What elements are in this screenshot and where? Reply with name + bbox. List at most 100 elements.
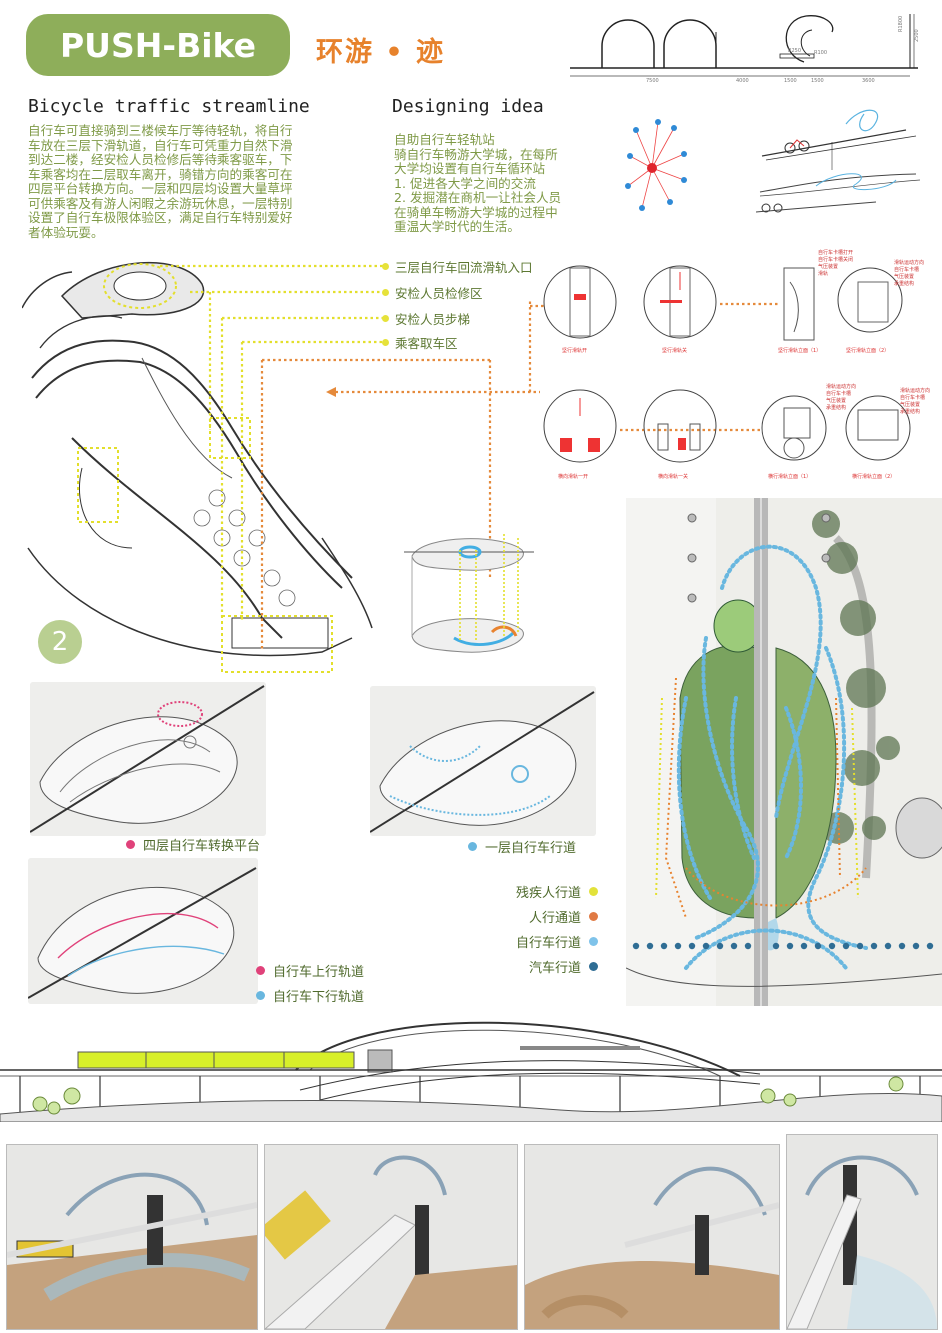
step-number-badge: 2 bbox=[38, 620, 82, 664]
mechanism-note: 气压装置 bbox=[894, 274, 915, 280]
mechanism-note: 气压装置 bbox=[900, 402, 921, 408]
text-line: 车乘客均在二层取车离开，骑错方向的乘客可在 bbox=[28, 166, 293, 182]
height-label: 2500 bbox=[914, 29, 920, 42]
vertical-track-mechanism: 坚行滑轨开 坚行滑轨关 坚行滑轨立面（1） 坚行滑轨立面（2） bbox=[543, 265, 903, 354]
section-elevation-drawing: 7500 4000 1500 1500 3600 2500 R1800 R250… bbox=[570, 14, 920, 84]
legend-label: 自行车下行轨道 bbox=[273, 989, 365, 1005]
mechanism-note: 滑轨运动方向 bbox=[826, 384, 857, 390]
legend-label: 汽车行道 bbox=[528, 960, 581, 976]
site-plan bbox=[626, 498, 942, 1006]
text-line: 四层平台转换方向。一层和四层均设置大量草坪 bbox=[28, 181, 293, 196]
model-photo-3 bbox=[524, 1144, 780, 1330]
legend-platform: 四层自行车转换平台 bbox=[126, 835, 260, 854]
text-line: 者体验玩耍。 bbox=[28, 224, 104, 240]
mechanism-note: 承重结构 bbox=[900, 409, 921, 415]
callout-label: 安检人员检修区 bbox=[395, 285, 483, 301]
bike-ride-sketch bbox=[756, 109, 921, 213]
sketch-platform-view bbox=[30, 682, 266, 836]
mechanism-caption: 坚行滑轨立面（2） bbox=[846, 347, 889, 354]
mechanism-note: 气压装置 bbox=[818, 264, 839, 270]
mechanism-caption: 坚行滑轨开 bbox=[562, 347, 587, 354]
mechanism-note: 滑轨运动方向 bbox=[894, 260, 925, 266]
text-line: 在骑单车畅游大学城的过程中 bbox=[394, 204, 558, 220]
horizontal-notes-c: 滑轨运动方向 自行车卡槽 气压装置 承重结构 bbox=[826, 384, 856, 412]
mechanism-note: 自行车卡槽 bbox=[826, 391, 852, 397]
text-line: 可供乘客及有游人闲暇之余游玩休息，一层特别 bbox=[28, 195, 293, 211]
station-axonometric-drawing bbox=[22, 248, 392, 678]
mechanism-note: 承重结构 bbox=[894, 281, 915, 287]
legend-swatch bbox=[256, 990, 265, 1000]
vertical-notes-a: 自行车卡槽打开 自行车卡槽关闭 气压装置 滑轨 bbox=[818, 250, 853, 278]
mechanism-caption: 横行滑轨立面（2） bbox=[852, 473, 895, 480]
legend-swatch bbox=[589, 911, 598, 921]
text-line: 车放在三层下滑轨道，自行车可凭重力自然下滑 bbox=[28, 137, 293, 153]
callout-pickup-area: 乘客取车区 bbox=[382, 334, 458, 351]
legend-swatch bbox=[126, 839, 135, 849]
model-photo-2 bbox=[264, 1144, 518, 1330]
callout-inspection-area: 安检人员检修区 bbox=[382, 284, 483, 301]
mechanism-note: 气压装置 bbox=[826, 398, 847, 404]
legend-item: 残疾人行道 bbox=[470, 882, 606, 901]
height-label: R1800 bbox=[898, 16, 904, 32]
legend-label: 自行车上行轨道 bbox=[273, 964, 365, 980]
legend-item: 自行车行道 bbox=[470, 932, 606, 951]
streamline-description: 自行车可直接骑到三楼候车厅等待轻轨，将自行 车放在三层下滑轨道，自行车可凭重力自… bbox=[28, 123, 338, 240]
horizontal-notes-d: 滑轨运动方向 自行车卡槽 气压装置 承重结构 bbox=[900, 388, 930, 416]
mechanism-note: 自行车卡槽 bbox=[894, 267, 920, 273]
text-line: 2. 发掘潜在商机一让社会人员 bbox=[394, 190, 562, 205]
page-title: PUSH-Bike bbox=[60, 25, 256, 65]
legend-swatch bbox=[256, 965, 265, 975]
designing-idea-description: 自助自行车轻轨站 骑自行车畅游大学城，在每所 大学均设置有自行车循环站 1. 促… bbox=[394, 132, 604, 235]
text-line: 自行车可直接骑到三楼候车厅等待轻轨，将自行 bbox=[28, 123, 293, 138]
dim-label: 4000 bbox=[736, 78, 749, 84]
legend-swatch bbox=[589, 961, 598, 971]
model-photo-1 bbox=[6, 1144, 258, 1330]
callout-label: 三层自行车回流滑轨入口 bbox=[395, 259, 533, 275]
callout-label: 乘客取车区 bbox=[395, 335, 458, 351]
text-line: 1. 促进各大学之间的交流 bbox=[394, 175, 536, 191]
mechanism-note: 自行车卡槽打开 bbox=[818, 250, 854, 256]
long-section-drawing bbox=[0, 1021, 942, 1122]
designing-idea-heading: Designing idea bbox=[392, 96, 544, 117]
legend-label: 人行通道 bbox=[528, 910, 581, 926]
mechanism-caption: 横向滑轨一关 bbox=[658, 473, 688, 480]
callout-label: 安检人员步梯 bbox=[395, 311, 471, 327]
dim-label: 3600 bbox=[862, 78, 875, 84]
callout-return-track-entry: 三层自行车回流滑轨入口 bbox=[382, 258, 533, 275]
dim-label: 1500 bbox=[784, 78, 797, 84]
mechanism-caption: 横行滑轨立面（1） bbox=[768, 473, 811, 480]
text-line: 重温大学时代的生活。 bbox=[394, 219, 520, 234]
sketch-ground-lane-view bbox=[370, 686, 596, 836]
mechanism-note: 滑轨 bbox=[818, 271, 829, 277]
ring-label: R250 bbox=[788, 48, 801, 54]
ring-label: R100 bbox=[814, 50, 827, 56]
legend-down-track: 自行车下行轨道 bbox=[256, 986, 365, 1005]
page-subtitle: 环游 • 迹 bbox=[316, 37, 446, 68]
text-line: 设置了自行车极限体验区，满足自行车特别爱好 bbox=[28, 210, 293, 225]
mechanism-note: 自行车卡槽 bbox=[900, 395, 926, 401]
text-line: 大学均设置有自行车循环站 bbox=[394, 161, 546, 176]
dim-label: 7500 bbox=[646, 78, 659, 84]
plan-legend: 残疾人行道 人行通道 自行车行道 汽车行道 bbox=[470, 882, 606, 976]
callout-dot bbox=[382, 288, 389, 296]
legend-label: 自行车行道 bbox=[515, 935, 581, 951]
text-line: 骑自行车畅游大学城，在每所 bbox=[394, 146, 558, 162]
mechanism-note: 滑轨运动方向 bbox=[900, 388, 931, 394]
dim-label: 1500 bbox=[811, 78, 824, 84]
callout-dot bbox=[382, 338, 389, 346]
legend-item: 人行通道 bbox=[470, 907, 606, 926]
mechanism-note: 自行车卡槽关闭 bbox=[818, 257, 854, 263]
mechanism-caption: 坚行滑轨立面（1） bbox=[778, 347, 821, 354]
station-network-diagram bbox=[625, 119, 687, 211]
callout-dot bbox=[382, 314, 389, 322]
sketch-track-view bbox=[28, 858, 258, 1004]
text-line: 到达二楼，经安检人员检修后等待乘客驱车，下 bbox=[28, 152, 293, 167]
vertical-notes-b: 滑轨运动方向 自行车卡槽 气压装置 承重结构 bbox=[894, 260, 924, 288]
title-badge: PUSH-Bike bbox=[26, 14, 290, 76]
legend-label: 一层自行车行道 bbox=[485, 840, 577, 856]
mechanism-caption: 坚行滑轨关 bbox=[662, 347, 687, 354]
legend-up-track: 自行车上行轨道 bbox=[256, 961, 365, 980]
horizontal-track-mechanism: 横向滑轨一开 横向滑轨一关 横行滑轨立面（1） 横行滑轨立面（2） bbox=[543, 389, 911, 480]
exploded-levels-diagram bbox=[404, 534, 534, 653]
legend-ground-lane: 一层自行车行道 bbox=[468, 837, 577, 856]
